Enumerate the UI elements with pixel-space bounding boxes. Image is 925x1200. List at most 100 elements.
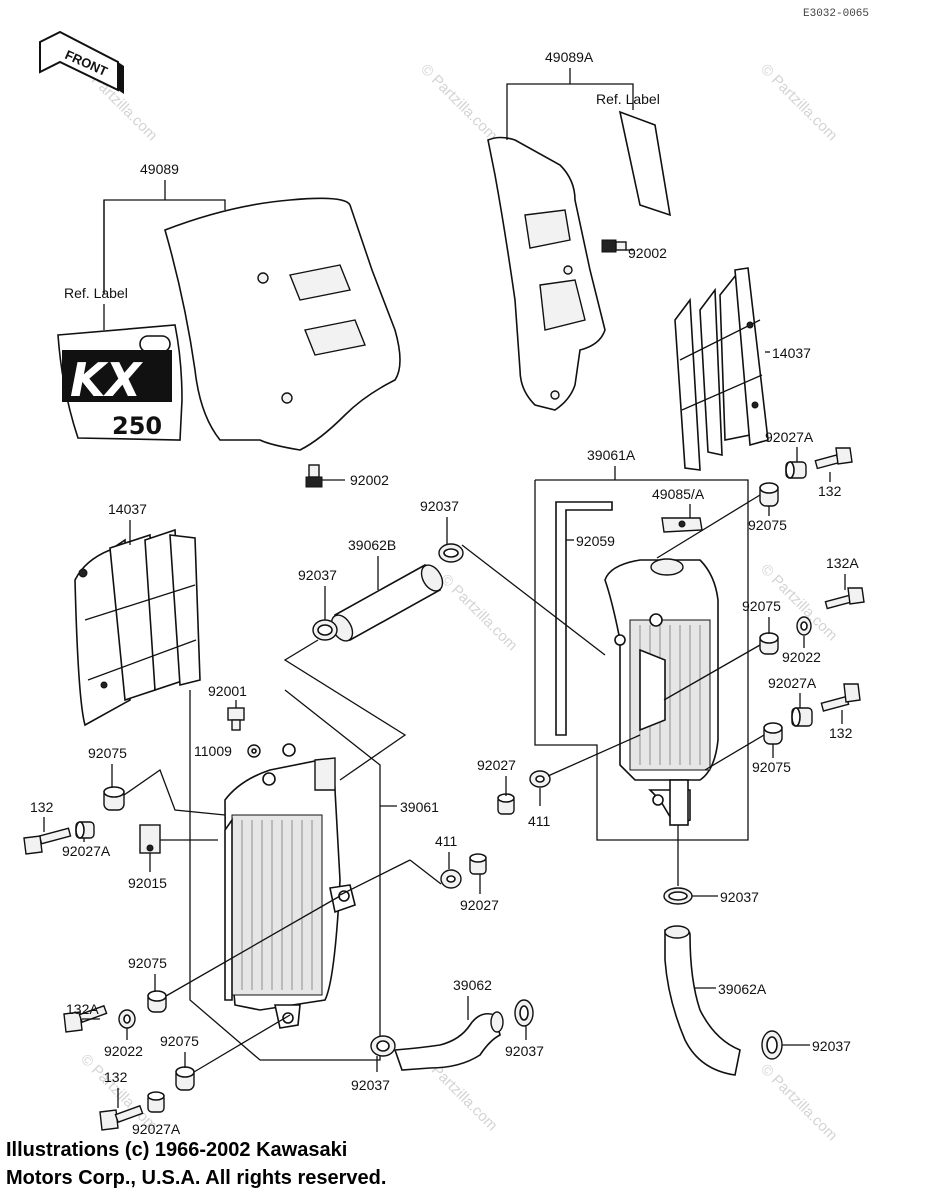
grommet-icon	[763, 722, 783, 745]
washer-icon	[529, 770, 551, 788]
bracket-icon	[661, 517, 703, 533]
label-92075-l2: 92075	[128, 955, 167, 971]
radiator-left	[224, 743, 356, 1029]
label-92027A-l2: 92027A	[132, 1121, 181, 1137]
washer-icon	[118, 1009, 136, 1029]
label-92075-l3: 92075	[160, 1033, 199, 1049]
clamp-icon	[312, 619, 338, 641]
label-132-l1: 132	[30, 799, 54, 815]
clamp-icon	[438, 543, 464, 563]
watermark: © Partzilla.com	[757, 1061, 840, 1144]
collar-icon	[791, 707, 813, 727]
label-14037-left: 14037	[108, 501, 147, 517]
hose-39062B	[330, 563, 444, 642]
label-411-center: 411	[528, 813, 551, 829]
collar-icon	[469, 853, 487, 875]
label-132-r1: 132	[818, 483, 842, 499]
collar-icon	[147, 1091, 165, 1113]
clamp-icon	[370, 1035, 396, 1057]
right-shroud	[487, 136, 606, 411]
grommet-icon	[175, 1066, 195, 1091]
bolt-icon	[824, 587, 865, 610]
label-92027A-r2: 92027A	[768, 675, 817, 691]
front-arrow-icon: FRONT	[39, 30, 124, 94]
label-92075-l1: 92075	[88, 745, 127, 761]
washer-icon	[440, 869, 462, 889]
label-132A-left: 132A	[66, 1001, 99, 1017]
clamp-icon	[514, 999, 534, 1027]
label-92037-f: 92037	[812, 1038, 851, 1054]
label-49085A: 49085/A	[652, 486, 705, 502]
copyright-line-2: Motors Corp., U.S.A. All rights reserved…	[6, 1167, 387, 1189]
label-39061: 39061	[400, 799, 439, 815]
collar-icon	[785, 461, 807, 479]
bolt-icon	[814, 447, 853, 470]
grommet-icon	[147, 990, 167, 1013]
bolt-icon	[820, 683, 861, 712]
radiator-guard-left	[74, 528, 201, 727]
label-92001: 92001	[208, 683, 247, 699]
label-92037-e: 92037	[351, 1077, 390, 1093]
bolt-icon	[601, 239, 627, 253]
label-39062B: 39062B	[348, 537, 396, 553]
grommet-icon	[759, 482, 779, 507]
radiator-right	[604, 558, 719, 826]
collar-icon	[497, 793, 515, 815]
label-92027A-l1: 92027A	[62, 843, 111, 859]
watermark: © Partzilla.com	[757, 61, 840, 144]
label-92022-left: 92022	[104, 1043, 143, 1059]
label-11009: 11009	[194, 743, 232, 759]
label-14037-right: 14037	[772, 345, 811, 361]
label-92002-left: 92002	[350, 472, 389, 488]
label-92027A-r1: 92027A	[765, 429, 814, 445]
clip-icon	[139, 824, 161, 854]
label-92027-left: 92027	[460, 897, 499, 913]
copyright-notice: Illustrations (c) 1966-2002 Kawasaki Mot…	[6, 1136, 386, 1192]
label-39062: 39062	[453, 977, 492, 993]
label-132-r2: 132	[829, 725, 853, 741]
watermark: © Partzilla.com	[417, 61, 500, 144]
label-92059: 92059	[576, 533, 615, 549]
label-132-l2: 132	[104, 1069, 128, 1085]
bolt-icon	[305, 464, 323, 488]
label-132A-right: 132A	[826, 555, 859, 571]
hose-39062	[393, 1011, 504, 1071]
washer-icon	[247, 744, 261, 758]
grommet-icon	[759, 632, 779, 655]
label-39062A: 39062A	[718, 981, 767, 997]
decal-model: 250	[112, 412, 162, 440]
decal-brand: KX	[70, 353, 144, 407]
label-92027-center: 92027	[477, 757, 516, 773]
label-49089A: 49089A	[545, 49, 594, 65]
label-92015: 92015	[128, 875, 167, 891]
bolt-icon	[63, 1004, 108, 1033]
clamp-icon	[663, 887, 693, 905]
label-92075-r1: 92075	[748, 517, 787, 533]
radiator-guard-right	[674, 267, 769, 471]
label-92002-top: 92002	[628, 245, 667, 261]
label-92037-d: 92037	[505, 1043, 544, 1059]
label-92037-a: 92037	[420, 498, 459, 514]
label-ref-label-right: Ref. Label	[596, 91, 660, 107]
label-92037-c: 92037	[720, 889, 759, 905]
label-ref-label-left: Ref. Label	[64, 285, 128, 301]
washer-icon	[796, 616, 812, 636]
document-code: E3032-0065	[803, 8, 869, 20]
clamp-icon	[761, 1030, 783, 1060]
label-92022-right: 92022	[782, 649, 821, 665]
grommet-icon	[103, 786, 125, 811]
label-92037-b: 92037	[298, 567, 337, 583]
bolt-icon	[227, 707, 245, 731]
bolt-icon	[23, 827, 72, 855]
watermark: © Partzilla.com	[437, 571, 520, 654]
kx-decal: KX 250	[57, 324, 183, 441]
label-411-left: 411	[435, 833, 458, 849]
collar-icon	[75, 821, 95, 839]
label-92075-r3: 92075	[752, 759, 791, 775]
copyright-line-1: Illustrations (c) 1966-2002 Kawasaki	[6, 1139, 348, 1161]
left-shroud	[164, 197, 401, 451]
label-39061A: 39061A	[587, 447, 636, 463]
bolt-icon	[99, 1104, 144, 1131]
label-92075-r2: 92075	[742, 598, 781, 614]
